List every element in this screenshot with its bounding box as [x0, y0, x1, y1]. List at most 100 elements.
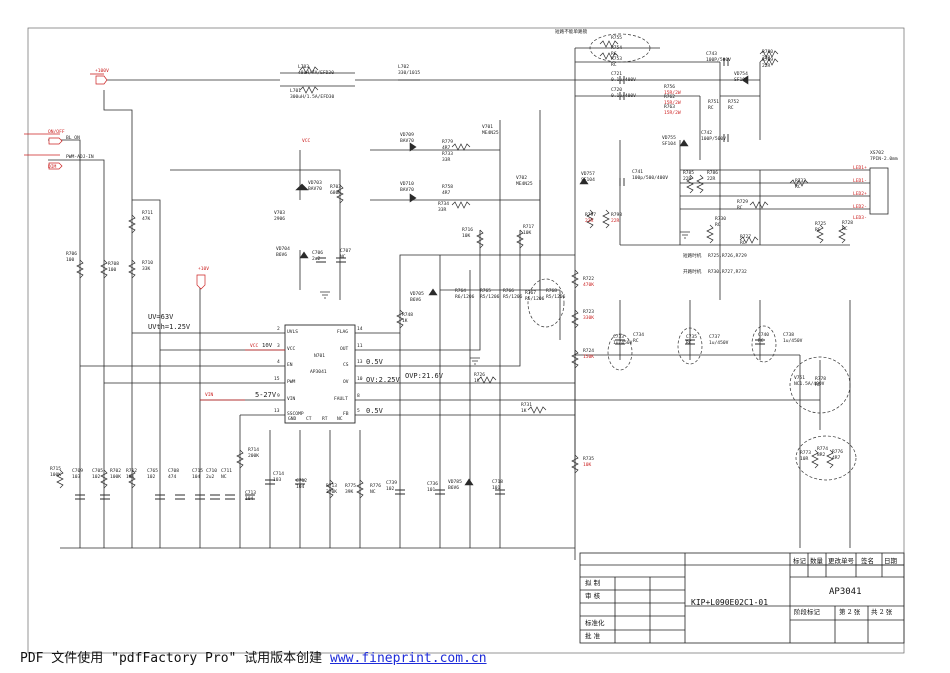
component-ref-r703: R703 — [330, 185, 342, 190]
component-value-c738: 1u/450V — [783, 339, 803, 344]
ic-pin-en: EN — [287, 363, 293, 368]
component-ref-r776b: R776 — [370, 484, 382, 489]
component-ref-v701: V701 — [482, 125, 494, 130]
component-value-c765: 102 — [147, 475, 156, 480]
tb-sheet-label: 第 2 张 — [839, 608, 861, 616]
component-value-c720: 0.1u/400V — [611, 94, 636, 99]
annotation-ov-225v: OV:2.25V — [366, 376, 400, 384]
annotation-uv: UV=63V — [148, 313, 174, 321]
bom-note-short-label: 短路时机 — [683, 254, 702, 259]
tb-drawing-no: KIP+L090E02C1-01 — [691, 598, 769, 607]
component-ref-c738: C738 — [783, 333, 795, 338]
component-value-v703: 2906 — [274, 217, 286, 222]
component-ref-c736: C736 — [427, 482, 439, 487]
component-ref-r734: R734 — [438, 202, 450, 207]
net-label-dim: DIM — [48, 165, 57, 170]
component-value-r785: 22R — [683, 177, 692, 182]
component-ref-r785: R785 — [683, 171, 695, 176]
footer-link[interactable]: www.fineprint.com.cn — [330, 651, 487, 666]
tb-total-label: 共 2 张 — [871, 608, 893, 616]
component-ref-vd785: VD785 — [448, 480, 462, 485]
component-value-c709: 103 — [72, 475, 81, 480]
component-value-c721: 0.1u/400V — [611, 78, 636, 83]
component-ref-c707: C707 — [340, 249, 352, 254]
ic-pin-gnd: GND — [288, 417, 297, 422]
ic-pin-num-10: 10 — [357, 377, 363, 382]
component-ref-c741: C741 — [632, 170, 644, 175]
component-value-c734: RC — [633, 339, 639, 344]
component-value-r717: 10K — [523, 231, 532, 236]
component-ref-r733: R733 — [442, 152, 454, 157]
ic-pin-vin: VIN — [287, 397, 296, 402]
ic-part: AP3041 — [310, 370, 327, 375]
bom-note-open-label: 开路时机 — [683, 270, 702, 275]
component-value-c713: 104 — [245, 497, 254, 502]
component-ref-c720: C720 — [611, 88, 623, 93]
component-ref-r735: R735 — [583, 457, 595, 462]
component-value-r727: RC — [740, 241, 746, 246]
component-value-r754: RC — [611, 52, 617, 57]
ic-pin-num-14: 14 — [357, 327, 363, 332]
component-value-r725: RC — [815, 228, 821, 233]
component-value-r780: 22R — [762, 56, 771, 61]
component-value-r763: 15R/2W — [664, 111, 681, 116]
annotation-5-27v: 5-27V — [255, 391, 277, 399]
component-ref-r753: R753 — [611, 57, 623, 62]
component-value-c733: 1u/450V — [613, 341, 633, 346]
component-ref-r731: R731 — [521, 403, 533, 408]
component-ref-r715: R715 — [50, 467, 62, 472]
component-ref-r764: R764 — [455, 289, 467, 294]
component-ref-r775: R775 — [345, 484, 357, 489]
component-value-r774: 8R2 — [817, 453, 826, 458]
component-value-r710: 33K — [142, 267, 151, 272]
component-value-r715: 100K — [50, 473, 62, 478]
component-value-r722: 470K — [583, 283, 595, 288]
component-ref-c734: C734 — [633, 333, 645, 338]
ic-pin-num-4: 4 — [277, 360, 280, 365]
ic-pin-num-2: 2 — [277, 327, 280, 332]
component-value-r703: 680K — [330, 191, 342, 196]
component-value-r776: 4R7 — [832, 456, 841, 461]
component-value-xs702: 7PIN-2.0mm — [870, 157, 898, 162]
component-ref-vd703: VD703 — [308, 181, 322, 186]
component-ref-v703: V703 — [274, 211, 286, 216]
component-ref-r714: R714 — [248, 448, 260, 453]
component-ref-r730: R730 — [715, 217, 727, 222]
component-ref-c740: C740 — [758, 333, 770, 338]
component-ref-r702: R702 — [110, 469, 122, 474]
component-value-l702: 330/1015 — [398, 71, 421, 76]
component-ref-vd704: VD704 — [276, 247, 290, 252]
component-ref-r778: R778 — [815, 377, 827, 382]
ic-pin-out: OUT — [340, 347, 349, 352]
component-value-r752: RC — [728, 106, 734, 111]
ic-pin-uvls: UVLS — [287, 330, 299, 335]
component-value-c742: 100P/500V — [701, 137, 726, 142]
component-value-r726: 1K — [474, 379, 480, 384]
component-value-r779: 4R7 — [442, 146, 451, 151]
component-ref-c742: C742 — [701, 131, 713, 136]
component-ref-r756: R756 — [664, 85, 676, 90]
component-value-v702: ME4N25 — [516, 182, 533, 187]
component-ref-vd705: VD705 — [410, 292, 424, 297]
annotation-out-05v: 0.5V — [366, 358, 383, 366]
net-label-vcc-pin: VCC — [250, 344, 259, 349]
component-ref-r774: R774 — [817, 447, 829, 452]
component-ref-vd755: VD755 — [662, 136, 676, 141]
component-ref-r711: R711 — [142, 211, 154, 216]
component-ref-r723: R723 — [583, 310, 595, 315]
component-value-r769: 22R — [762, 64, 771, 69]
component-ref-r728: R728 — [842, 221, 854, 226]
connector-pin-led2m: LED2- — [853, 205, 867, 210]
component-value-r753: RC — [611, 63, 617, 68]
ic-pin-num-13r: 13 — [357, 360, 363, 365]
component-value-r723: 330K — [583, 316, 595, 321]
net-label-pwm-adj-in: PWM-ADJ-IN — [66, 155, 94, 160]
component-value-c711: NC — [221, 475, 227, 480]
pdf-footer: PDF 文件使用 "pdfFactory Pro" 试用版本创建 www.fin… — [20, 647, 487, 666]
component-value-r751: RC — [708, 106, 714, 111]
component-value-r728: RC — [842, 227, 848, 232]
component-value-vd757: SF104 — [581, 178, 595, 183]
component-value-c708: 474 — [168, 475, 177, 480]
